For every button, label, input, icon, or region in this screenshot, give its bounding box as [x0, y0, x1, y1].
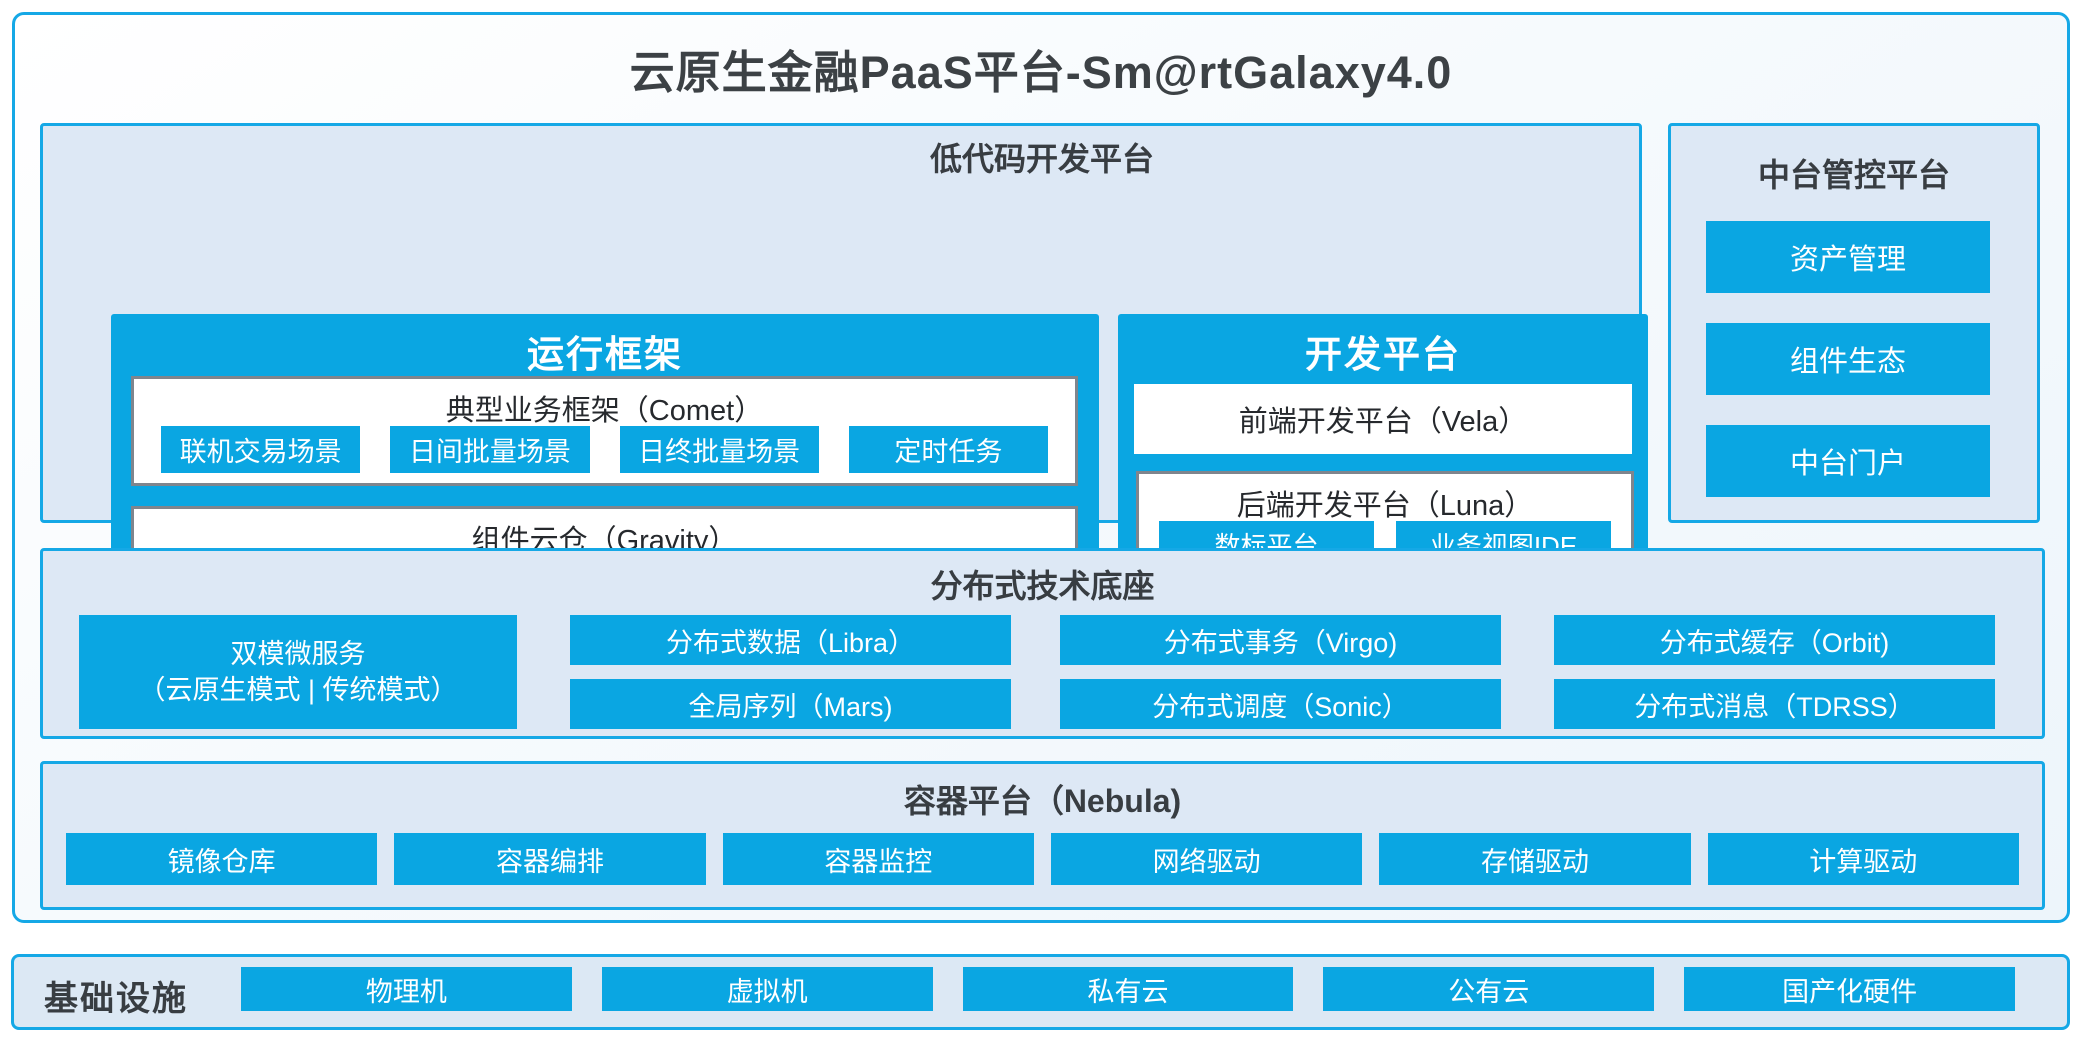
- diagram-block-virtual-machine: 虚拟机: [601, 967, 933, 1011]
- infrastructure-panel: 基础设施 物理机 虚拟机 私有云 公有云 国产化硬件: [11, 954, 2070, 1030]
- page-title: 云原生金融PaaS平台-Sm@rtGalaxy4.0: [629, 47, 1453, 98]
- diagram-block-network-driver: 网络驱动: [1050, 833, 1363, 885]
- diagram-block-asset-management: 资产管理: [1706, 221, 1990, 293]
- diagram-block-image-registry: 镜像仓库: [66, 833, 378, 885]
- container-items-row: 镜像仓库 容器编排 容器监控 网络驱动 存储驱动 计算驱动: [66, 833, 2019, 885]
- diagram-block-physical-machine: 物理机: [241, 967, 572, 1011]
- diagram-block-component-ecosystem: 组件生态: [1706, 323, 1990, 395]
- dual-mode-line1: 双模微服务: [230, 639, 366, 669]
- diagram-block-distributed-data: 分布式数据（Libra）: [570, 615, 1011, 665]
- diagram-block-eod-batch: 日终批量场景: [619, 426, 819, 473]
- infrastructure-items-row: 物理机 虚拟机 私有云 公有云 国产化硬件: [241, 967, 2015, 1011]
- container-platform-panel: 容器平台（Nebula) 镜像仓库 容器编排 容器监控 网络驱动 存储驱动 计算…: [40, 761, 2045, 910]
- lowcode-platform-panel: 运行框架 典型业务框架（Comet） 联机交易场景 日间批量场景 日终批量场景 …: [40, 123, 1648, 634]
- diagram-block-private-cloud: 私有云: [962, 967, 1294, 1011]
- comet-items-row: 联机交易场景 日间批量场景 日终批量场景 定时任务: [161, 426, 1048, 473]
- diagram-block-distributed-scheduling: 分布式调度（Sonic）: [1060, 679, 1501, 729]
- dual-mode-line2: （云原生模式 | 传统模式）: [138, 675, 458, 705]
- runtime-framework-title: 运行框架: [527, 334, 683, 375]
- diagram-block-storage-driver: 存储驱动: [1379, 833, 1691, 885]
- vela-frontend-box: 前端开发平台（Vela）: [1134, 384, 1632, 454]
- diagram-block-distributed-cache: 分布式缓存（Orbit): [1554, 615, 1995, 665]
- diagram-block-public-cloud: 公有云: [1323, 967, 1655, 1011]
- diagram-block-compute-driver: 计算驱动: [1707, 833, 2019, 885]
- diagram-block-online-trading: 联机交易场景: [161, 426, 361, 473]
- diagram-block-container-orchestration: 容器编排: [394, 833, 706, 885]
- diagram-block-dual-mode-microservice: 双模微服务 （云原生模式 | 传统模式）: [79, 615, 517, 729]
- midplatform-title: 中台管控平台: [1757, 157, 1950, 193]
- diagram-block-midplatform-portal: 中台门户: [1706, 425, 1990, 497]
- diagram-block-scheduled-task: 定时任务: [848, 426, 1048, 473]
- distributed-base-title: 分布式技术底座: [930, 568, 1155, 604]
- luna-title: 后端开发平台（Luna）: [1236, 490, 1534, 522]
- diagram-block-daytime-batch: 日间批量场景: [390, 426, 590, 473]
- dev-platform-title: 开发平台: [1305, 334, 1461, 375]
- midplatform-control-panel: 中台管控平台 资产管理 组件生态 中台门户: [1668, 123, 2040, 523]
- diagram-block-distributed-transaction: 分布式事务（Virgo): [1060, 615, 1501, 665]
- infrastructure-title: 基础设施: [44, 979, 188, 1018]
- diagram-block-container-monitoring: 容器监控: [722, 833, 1034, 885]
- lowcode-platform-title: 低代码开发平台: [929, 141, 1154, 177]
- distributed-base-panel: 分布式技术底座 双模微服务 （云原生模式 | 传统模式） 分布式数据（Libra…: [40, 548, 2045, 739]
- diagram-block-domestic-hardware: 国产化硬件: [1684, 967, 2015, 1011]
- diagram-block-global-sequence: 全局序列（Mars): [570, 679, 1011, 729]
- comet-title: 典型业务框架（Comet）: [445, 395, 764, 427]
- container-platform-title: 容器平台（Nebula): [903, 783, 1182, 819]
- comet-framework-box: 典型业务框架（Comet） 联机交易场景 日间批量场景 日终批量场景 定时任务: [131, 376, 1078, 486]
- diagram-block-distributed-message: 分布式消息（TDRSS）: [1554, 679, 1995, 729]
